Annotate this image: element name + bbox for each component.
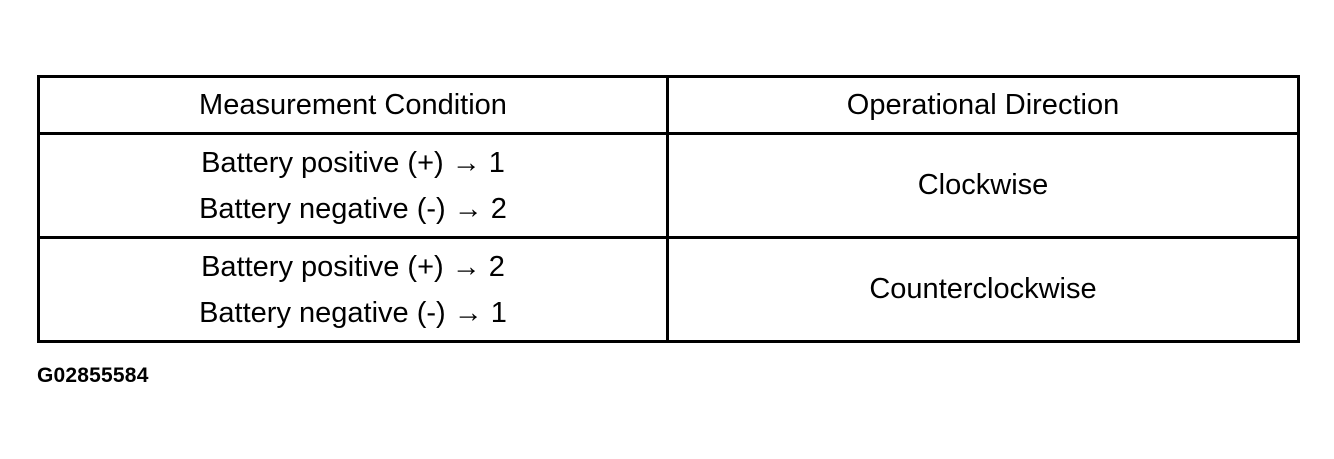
condition-line-positive: Battery positive (+) → 1 xyxy=(201,146,505,179)
condition-line-negative: Battery negative (-) → 1 xyxy=(199,296,507,329)
condition-cell: Battery positive (+) → 1 Battery negativ… xyxy=(37,132,669,239)
condition-cell: Battery positive (+) → 2 Battery negativ… xyxy=(37,236,669,343)
header-measurement-condition: Measurement Condition xyxy=(37,75,669,135)
direction-cell: Counterclockwise xyxy=(666,236,1300,343)
table-row: Battery positive (+) → 2 Battery negativ… xyxy=(37,236,1300,343)
direction-cell: Clockwise xyxy=(666,132,1300,239)
condition-line-negative: Battery negative (-) → 2 xyxy=(199,192,507,225)
header-operational-direction: Operational Direction xyxy=(666,75,1300,135)
condition-line-positive: Battery positive (+) → 2 xyxy=(201,250,505,283)
measurement-table: Measurement Condition Operational Direct… xyxy=(37,75,1300,343)
table-header-row: Measurement Condition Operational Direct… xyxy=(37,75,1300,135)
figure-id: G02855584 xyxy=(37,364,149,387)
table-row: Battery positive (+) → 1 Battery negativ… xyxy=(37,132,1300,239)
